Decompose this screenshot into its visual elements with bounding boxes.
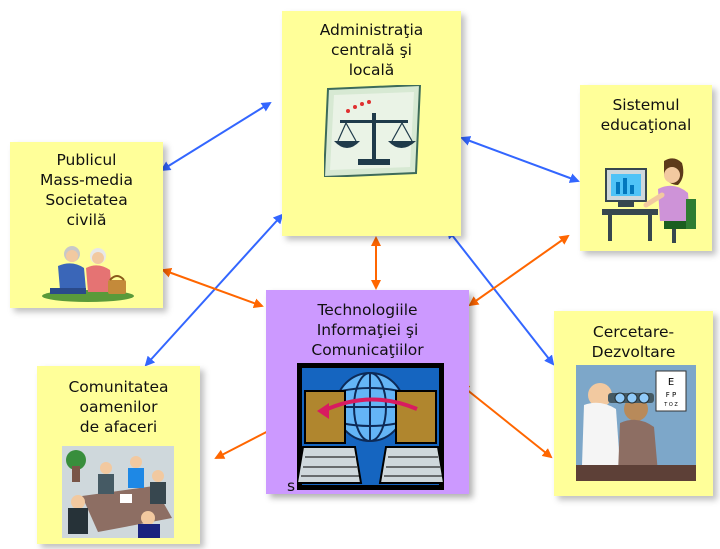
node-cercetare-label: Cercetare- Dezvoltare	[591, 323, 676, 361]
business-meeting-icon	[62, 446, 174, 538]
node-administratie-label: Administraţia centrală şi locală	[319, 21, 424, 79]
arrow-cercetare-tic	[459, 383, 553, 459]
arrow-public-tic	[161, 268, 264, 308]
scales-of-justice-icon	[324, 85, 422, 177]
node-tic-label: Technologiile Informaţiei şi Comunicaţii…	[311, 301, 424, 359]
eye-examination-icon: E F P T O Z	[576, 365, 696, 481]
node-educational-label: Sistemul educaţional	[600, 96, 692, 134]
svg-text:F P: F P	[666, 391, 676, 399]
elderly-couple-icon	[42, 246, 134, 302]
svg-text:T O Z: T O Z	[663, 402, 678, 408]
node-tic-hidden-fragment: s	[287, 477, 296, 495]
node-afaceri-label: Comunitatea oamenilor de afaceri	[68, 378, 169, 436]
node-administratie: Administraţia centrală şi locală	[282, 11, 461, 236]
node-public: Publicul Mass-media Societatea civilă	[10, 142, 163, 308]
arrow-admin-educational	[460, 136, 580, 183]
arrow-admin-afaceri	[144, 213, 284, 367]
arrow-educational-tic	[468, 234, 570, 307]
woman-at-computer-icon	[602, 158, 696, 243]
networked-computers-globe-icon	[297, 363, 444, 490]
svg-text:E: E	[668, 377, 674, 388]
node-tic: Technologiile Informaţiei şi Comunicaţii…	[266, 290, 469, 495]
node-educational: Sistemul educaţional	[580, 85, 712, 251]
arrow-admin-public	[160, 101, 272, 172]
node-cercetare: Cercetare- Dezvoltare E F P T O Z	[554, 311, 713, 496]
node-public-label: Publicul Mass-media Societatea civilă	[40, 151, 133, 229]
node-afaceri: Comunitatea oamenilor de afaceri	[37, 366, 200, 544]
